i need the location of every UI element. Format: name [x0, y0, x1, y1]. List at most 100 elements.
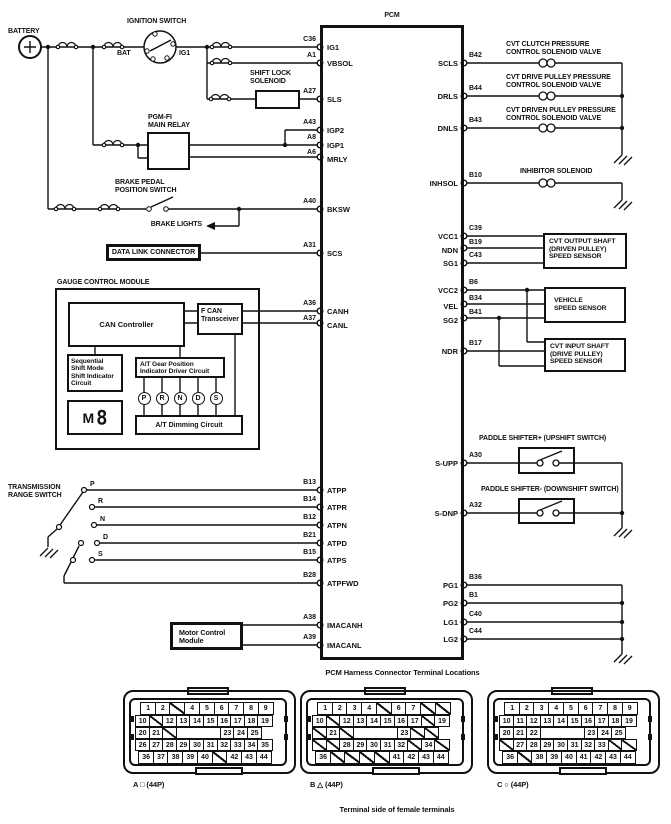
- pin-name: ATPN: [327, 521, 347, 530]
- gear-indicator-s: S: [209, 391, 223, 405]
- connector-terminal-40: 40: [196, 751, 214, 764]
- pin-name: VCC2: [437, 286, 458, 295]
- pin-number: B15: [303, 549, 316, 556]
- brake-switch-icon: [146, 196, 174, 212]
- connector-nub: [130, 716, 134, 722]
- pin-name: ATPS: [327, 556, 347, 565]
- paddle-up-switch-box: [518, 447, 575, 474]
- brake-lights-arrow: [206, 222, 215, 230]
- connector-terminal-9: 9: [621, 702, 638, 715]
- brake-lights-label: BRAKE LIGHTS: [150, 221, 202, 228]
- pin-name: IMACANL: [327, 641, 362, 650]
- pin-number: B12: [303, 514, 316, 521]
- connector-terminal-27: 27: [512, 739, 528, 751]
- fuse-symbols: [53, 41, 233, 212]
- pin-name: VBSOL: [327, 59, 353, 68]
- pin-name: SG1: [442, 259, 458, 268]
- gauge-module-title: GAUGE CONTROL MODULE: [57, 279, 150, 286]
- pin-name: SG2: [442, 316, 458, 325]
- atgear-indicator-box: A/T Gear Position Indicator Driver Circu…: [135, 357, 225, 378]
- pin-number: B13: [303, 479, 316, 486]
- connector-terminal-19: 19: [257, 715, 273, 727]
- connector-terminal-36: 36: [502, 751, 519, 764]
- pin-number: B28: [303, 572, 316, 579]
- solenoid-coil-icons: [538, 58, 556, 188]
- connector-terminal-19: 19: [434, 715, 450, 727]
- cvt-output-sensor-box: CVT OUTPUT SHAFT (DRIVEN PULLEY) SPEED S…: [543, 233, 627, 269]
- pin-name: DNLS: [437, 124, 458, 133]
- pin-number: B10: [469, 172, 482, 179]
- ground-symbols: [39, 154, 633, 665]
- seven-segment-digit: 8: [96, 405, 108, 430]
- connector-terminal-28: 28: [339, 739, 355, 751]
- pin-name: ATPP: [327, 486, 347, 495]
- cvt-clutch-valve-label: CVT CLUTCH PRESSURE CONTROL SOLENOID VAL…: [506, 41, 602, 56]
- fcan-transceiver-box: F CAN Transceiver: [197, 303, 243, 335]
- pin-number: B36: [469, 574, 482, 581]
- connector-frame: [306, 698, 464, 766]
- junction-dots: [45, 44, 625, 642]
- pin-name: SCLS: [437, 59, 458, 68]
- pin-number: A32: [469, 502, 482, 509]
- connector-terminal-12: 12: [162, 715, 178, 727]
- connector-terminal-9: 9: [257, 702, 274, 715]
- connector-terminal-19: 19: [621, 715, 637, 727]
- connector-empty-cell: [312, 739, 328, 751]
- shift-lock-solenoid-box: [255, 90, 300, 109]
- cvt-input-sensor-box: CVT INPUT SHAFT (DRIVE PULLEY) SPEED SEN…: [544, 338, 626, 372]
- pin-number: A30: [469, 452, 482, 459]
- pcm-title: PCM: [384, 12, 400, 19]
- pin-name: SLS: [327, 95, 342, 104]
- pin-name: CANL: [327, 321, 348, 330]
- connector-empty-cell: [434, 702, 451, 715]
- connector-blocked-cell: [352, 727, 399, 739]
- data-link-connector-box: DATA LINK CONNECTOR: [106, 244, 201, 261]
- connector-terminal-43: 43: [604, 751, 622, 764]
- connector-terminal-23: 23: [396, 727, 412, 739]
- connector-terminal-40: 40: [560, 751, 578, 764]
- battery-label: BATTERY: [8, 28, 40, 35]
- pin-name: MRLY: [327, 155, 348, 164]
- cvt-drive-valve-label: CVT DRIVE PULLEY PRESSURE CONTROL SOLENO…: [506, 74, 611, 89]
- pin-name: CANH: [327, 307, 349, 316]
- pin-number: A37: [303, 315, 316, 322]
- connector-empty-cell: [516, 751, 533, 764]
- pin-name: ATPD: [327, 539, 347, 548]
- pin-name: BKSW: [327, 205, 350, 214]
- connector-terminal-15: 15: [567, 715, 583, 727]
- ignition-switch-icon: [143, 30, 177, 64]
- connector-terminal-16: 16: [216, 715, 232, 727]
- pin-name: VCC1: [437, 232, 458, 241]
- pin-number: A27: [303, 88, 316, 95]
- pin-number: B42: [469, 52, 482, 59]
- connector-empty-cell: [169, 702, 186, 715]
- wire-lines: [41, 46, 623, 654]
- transmission-range-switch-icon: [55, 486, 101, 564]
- connector-empty-cell: [607, 739, 623, 751]
- pin-number: B19: [469, 239, 482, 246]
- gear-indicator-r: R: [155, 391, 169, 405]
- inhibitor-solenoid-label: INHIBITOR SOLENOID: [520, 168, 593, 175]
- connector-empty-cell: [434, 739, 450, 751]
- ignition-switch-label: IGNITION SWITCH: [127, 18, 187, 25]
- connector-empty-cell: [329, 751, 346, 764]
- pin-number: B34: [469, 295, 482, 302]
- connector-terminal-20: 20: [499, 727, 515, 739]
- connector-frame: [493, 698, 651, 766]
- pgm-fi-relay-label: PGM-FI MAIN RELAY: [148, 114, 190, 129]
- connector-terminal-44: 44: [619, 751, 636, 764]
- cvt-driven-valve-label: CVT DRIVEN PULLEY PRESSURE CONTROL SOLEN…: [506, 107, 616, 122]
- pin-name: SCS: [327, 249, 343, 258]
- connector-terminal-25: 25: [247, 727, 263, 739]
- pin-name: PG2: [442, 599, 458, 608]
- paddle-up-label: PADDLE SHIFTER+ (UPSHIFT SWITCH): [479, 435, 607, 442]
- range-position-s: S: [98, 551, 103, 558]
- connector-terminal-44: 44: [432, 751, 449, 764]
- pin-number: C36: [303, 36, 316, 43]
- connector-terminal-1: 1: [504, 702, 521, 715]
- pin-number: A1: [307, 52, 316, 59]
